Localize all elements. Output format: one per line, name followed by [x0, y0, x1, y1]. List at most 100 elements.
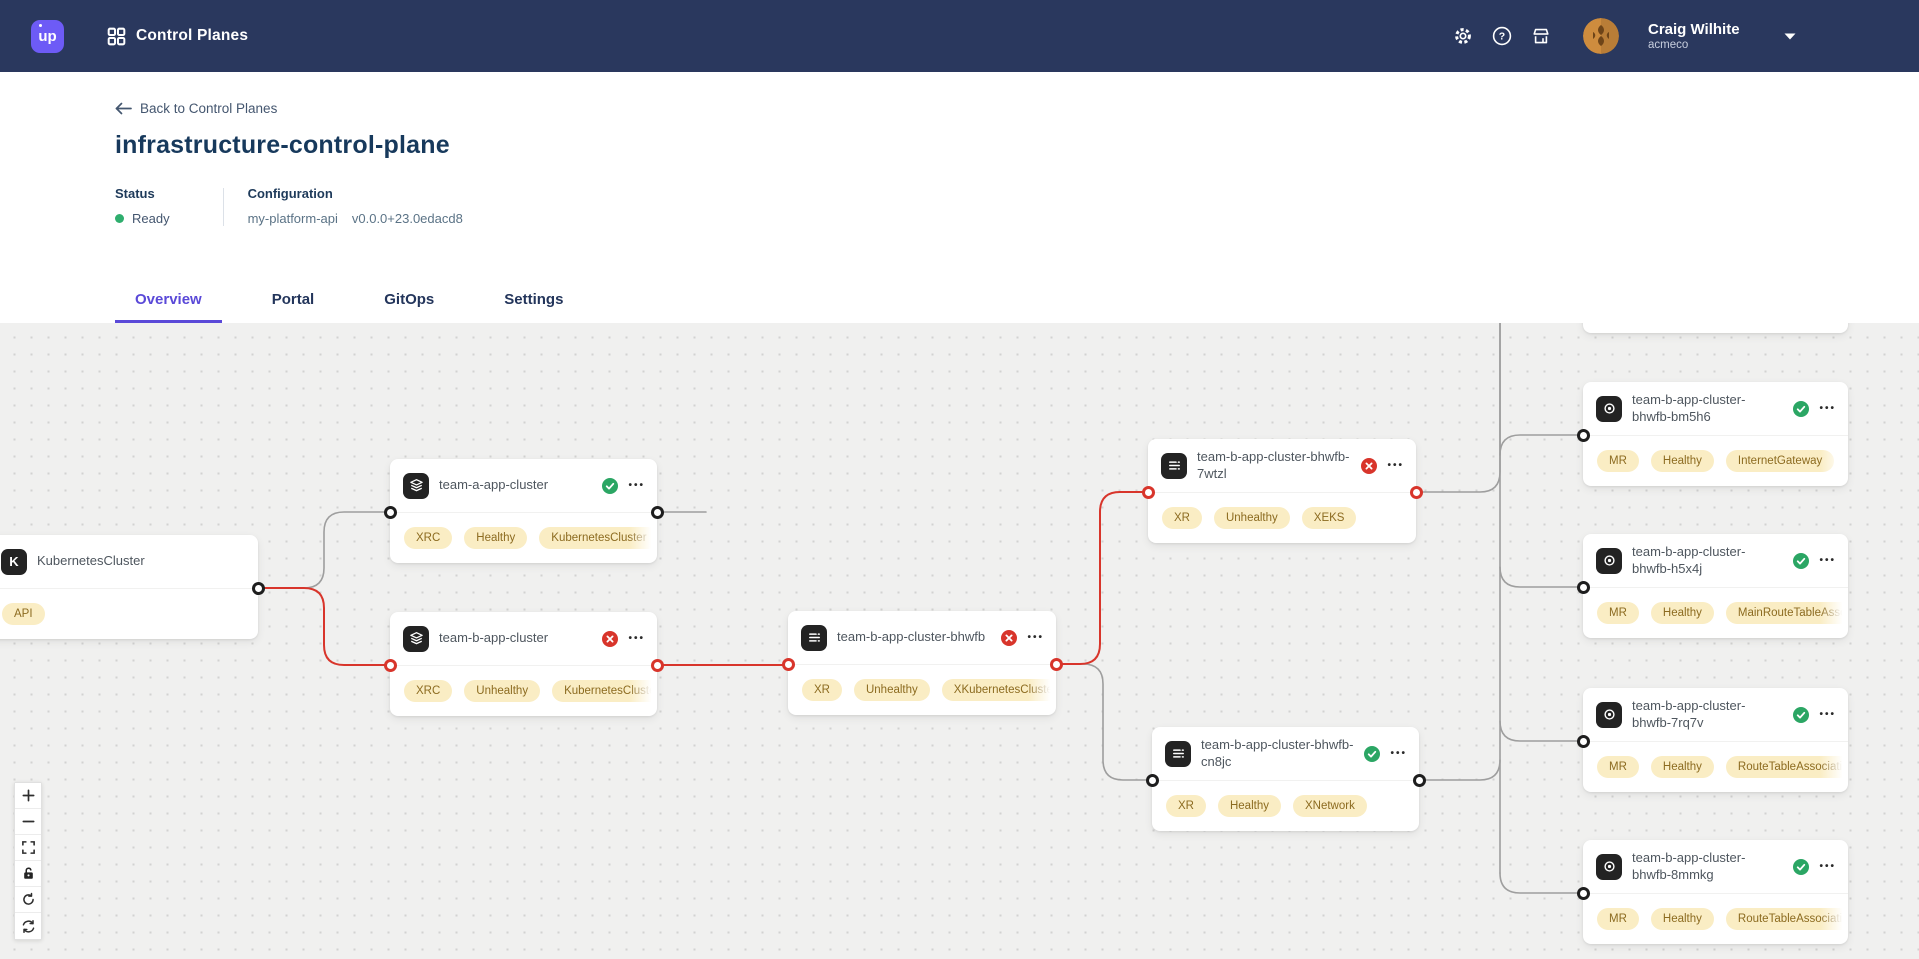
status-label: Status — [115, 186, 155, 201]
plus-icon — [21, 788, 36, 803]
node-menu-button[interactable]: ••• — [1819, 555, 1836, 566]
back-link[interactable]: Back to Control Planes — [115, 72, 277, 116]
node-title: team-b-app-cluster-bhwfb-h5x4j — [1632, 544, 1746, 576]
mr-icon — [1596, 853, 1622, 880]
user-avatar[interactable] — [1583, 18, 1619, 54]
connection-handle[interactable] — [251, 581, 265, 595]
node-menu-button[interactable]: ••• — [1027, 632, 1044, 643]
zoom-out-button[interactable] — [15, 809, 41, 835]
tab-bar: Overview Portal GitOps Settings — [115, 291, 613, 323]
node-badge: MR — [1597, 602, 1639, 624]
status-value: Ready — [132, 211, 170, 226]
node-badge: XRC — [404, 680, 453, 702]
connection-handle[interactable] — [1576, 886, 1590, 900]
node-menu-button[interactable]: ••• — [1819, 709, 1836, 720]
marketplace-button[interactable] — [1530, 25, 1552, 47]
connection-handle[interactable] — [1409, 485, 1423, 499]
graph-edge — [257, 587, 391, 666]
connection-handle[interactable] — [1049, 657, 1063, 671]
connection-handle[interactable] — [781, 657, 795, 671]
node-title: team-b-app-cluster-bhwfb — [837, 629, 986, 645]
relayout-button[interactable] — [15, 913, 41, 939]
graph-node[interactable] — [1583, 323, 1848, 333]
node-menu-button[interactable]: ••• — [1390, 748, 1407, 759]
connection-handle[interactable] — [383, 658, 397, 672]
tab-gitops[interactable]: GitOps — [384, 291, 435, 308]
relayout-icon — [21, 919, 36, 934]
reset-view-button[interactable] — [15, 887, 41, 913]
zoom-in-button[interactable] — [15, 783, 41, 809]
node-badge: KubernetesCluster — [552, 680, 657, 702]
tab-settings[interactable]: Settings — [504, 291, 564, 308]
node-badge: API — [2, 603, 45, 625]
node-menu-button[interactable]: ••• — [628, 633, 645, 644]
page-title: infrastructure-control-plane — [115, 131, 450, 159]
node-badge: MainRouteTableAssociation — [1725, 602, 1848, 624]
tab-overview[interactable]: Overview — [115, 291, 222, 323]
storefront-icon — [1533, 28, 1549, 44]
help-button[interactable]: ? — [1491, 25, 1513, 47]
help-icon: ? — [1492, 26, 1512, 46]
connection-handle[interactable] — [1412, 773, 1426, 787]
node-badge: MR — [1597, 908, 1639, 930]
connection-handle[interactable] — [650, 505, 664, 519]
tab-portal[interactable]: Portal — [271, 291, 315, 308]
user-menu[interactable]: Craig Wilhite acmeco — [1648, 21, 1740, 52]
graph-edge — [1499, 566, 1584, 588]
connection-handle[interactable] — [1145, 773, 1159, 787]
connection-handle[interactable] — [1576, 580, 1590, 594]
node-badge: Unhealthy — [853, 679, 930, 701]
mr-icon — [1596, 701, 1622, 728]
node-badge: Healthy — [464, 527, 528, 549]
lock-button[interactable] — [15, 861, 41, 887]
upbound-logo[interactable]: up — [31, 19, 64, 53]
settings-button[interactable] — [1452, 25, 1474, 47]
connection-handle[interactable] — [650, 658, 664, 672]
status-error-icon — [602, 630, 619, 647]
connection-handle[interactable] — [1141, 485, 1155, 499]
node-menu-button[interactable]: ••• — [1819, 403, 1836, 414]
fit-icon — [21, 840, 36, 855]
fit-view-button[interactable] — [15, 835, 41, 861]
svg-text:?: ? — [1499, 31, 1505, 43]
xr-icon — [1161, 452, 1187, 479]
node-title: team-b-app-cluster-bhwfb-7wtzl — [1197, 449, 1350, 481]
status-healthy-icon — [1793, 552, 1810, 569]
node-menu-button[interactable]: ••• — [1819, 861, 1836, 872]
connection-handle[interactable] — [1576, 734, 1590, 748]
user-org: acmeco — [1648, 38, 1689, 51]
node-badge: RouteTableAssociation — [1725, 908, 1848, 930]
node-menu-button[interactable]: ••• — [628, 480, 645, 491]
connection-handle[interactable] — [1576, 428, 1590, 442]
canvas-controls — [14, 782, 42, 940]
node-menu-button[interactable]: ••• — [1387, 460, 1404, 471]
status-error-icon — [1001, 629, 1018, 646]
graph-edge — [1055, 663, 1153, 781]
configuration-version: v0.0.0+23.0edacd8 — [351, 211, 463, 226]
connection-handle[interactable] — [383, 505, 397, 519]
node-badge: XEKS — [1301, 507, 1357, 529]
node-badge: XR — [1166, 795, 1206, 817]
status-error-icon — [1361, 457, 1378, 474]
chevron-down-icon[interactable] — [1783, 32, 1797, 41]
control-planes-grid-icon — [107, 27, 126, 45]
mr-icon — [1596, 395, 1622, 422]
configuration-label: Configuration — [247, 186, 333, 201]
graph-edge — [1415, 323, 1501, 493]
